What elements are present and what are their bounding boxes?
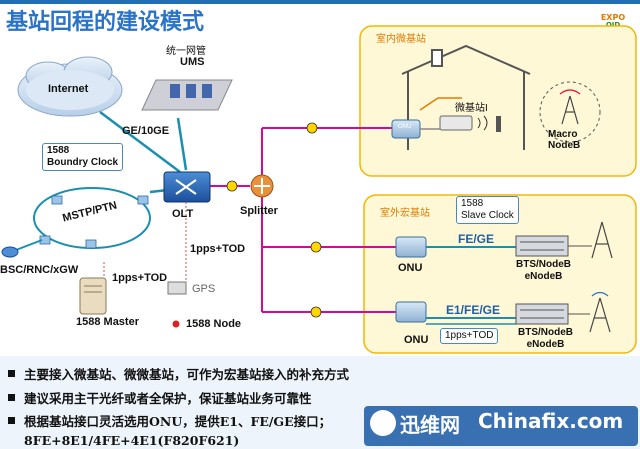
bts2-line1: BTS/NodeB xyxy=(518,327,573,338)
ge-link-label: GE/10GE xyxy=(122,125,170,137)
watermark-cn-text: 迅维网 xyxy=(400,413,460,437)
outdoor-onu-1-icon xyxy=(395,236,427,258)
tod-right-label: 1pps+TOD xyxy=(190,243,246,255)
master-server-icon xyxy=(79,277,107,315)
logo-text-oid: OID xyxy=(605,21,621,29)
boundary-clock-callout: 1588 Boundry Clock xyxy=(42,143,124,171)
node-legend-dot xyxy=(172,320,180,328)
logo-text-expo: EXPO xyxy=(600,13,626,22)
bullet-square-icon xyxy=(8,417,15,424)
splitter-label: Splitter xyxy=(240,205,278,217)
bsc-label: BSC/RNC/xGW xyxy=(0,264,79,276)
macro-line1: Macro xyxy=(548,129,578,140)
bullet-3: 根据基站接口灵活选用ONU，提供E1、FE/GE接口； xyxy=(8,411,331,430)
onu1-label: ONU xyxy=(398,262,423,274)
watermark-banner xyxy=(364,406,638,446)
bsc-link xyxy=(15,239,43,251)
olt-label: OLT xyxy=(172,208,194,220)
macro-tower-icon xyxy=(559,89,581,125)
bts1-line2: eNodeB xyxy=(524,271,563,282)
e1-fe-ge-label: E1/FE/GE xyxy=(446,303,501,317)
bsc-router-icon xyxy=(1,246,19,258)
micro-station-label: 微基站I xyxy=(455,103,488,114)
olt-device-icon xyxy=(163,171,211,203)
indoor-title: 室内微基站 xyxy=(376,34,426,45)
node-legend-label: 1588 Node xyxy=(186,318,242,330)
onu2-label: ONU xyxy=(404,334,429,346)
bullet-3-continuation: 8FE+8E1/4FE+4E1(F820F621) xyxy=(24,433,240,448)
bullet-2-text: 建议采用主干光纤或者全保护，保证基站业务可靠性 xyxy=(24,391,312,406)
slave-clock-callout: 1588 Slave Clock xyxy=(456,196,519,224)
outdoor-onu-2-icon xyxy=(395,301,427,323)
bullet-2: 建议采用主干光纤或者全保护，保证基站业务可靠性 xyxy=(8,388,312,407)
internet-cloud-icon xyxy=(17,56,123,117)
bts2-label: BTS/NodeB eNodeB xyxy=(518,327,573,351)
bullet-3-text: 根据基站接口灵活选用ONU，提供E1、FE/GE接口； xyxy=(24,414,332,429)
ums-cn-label: 统一网管 xyxy=(166,46,206,57)
tod-left-label: 1pps+TOD xyxy=(112,272,168,284)
gps-label: GPS xyxy=(192,283,216,295)
outdoor-tod-callout: 1pps+TOD xyxy=(440,328,499,344)
ums-servers-icon xyxy=(141,79,233,111)
internet-label: Internet xyxy=(48,83,89,95)
bts2-line2: eNodeB xyxy=(526,339,565,350)
top-bar xyxy=(0,0,640,4)
slide-title: 基站回程的建设模式 xyxy=(6,10,205,35)
master-label: 1588 Master xyxy=(76,316,139,328)
tower-2-icon xyxy=(589,291,611,333)
macro-nodeb-zone xyxy=(539,81,601,143)
indoor-panel xyxy=(359,25,637,177)
fe-ge-label: FE/GE xyxy=(458,232,495,246)
ring-node-icons xyxy=(39,195,149,249)
bullet-1-text: 主要接入微基站、微微基站，可作为宏基站接入的补充方式 xyxy=(24,367,350,382)
macro-label: Macro NodeB xyxy=(548,129,580,151)
bts1-label: BTS/NodeB eNodeB xyxy=(516,259,571,283)
splitter-icon xyxy=(250,174,274,198)
bullet-square-icon xyxy=(8,370,15,377)
bts1-line1: BTS/NodeB xyxy=(516,259,571,270)
slave-clock-line1: 1588 xyxy=(461,198,484,209)
watermark-logo-icon xyxy=(370,410,396,436)
fiber-marker-icons xyxy=(226,122,322,318)
ums-label: UMS xyxy=(180,56,205,68)
bullet-square-icon xyxy=(8,394,15,401)
expo-logo: EXPO OID xyxy=(590,4,636,34)
bts-1-icon xyxy=(515,235,569,257)
indoor-onu-label: ONU xyxy=(398,124,412,130)
boundary-clock-line1: 1588 xyxy=(47,145,70,156)
outdoor-title: 室外宏基站 xyxy=(380,208,430,219)
tower-1-icon xyxy=(591,221,613,259)
micro-station-icon xyxy=(439,115,501,132)
slave-clock-line2: Slave Clock xyxy=(461,210,514,221)
gps-receiver-icon xyxy=(167,281,187,295)
indoor-feed-line xyxy=(419,97,462,111)
boundary-clock-line2: Boundry Clock xyxy=(47,157,119,168)
bts-2-icon xyxy=(515,303,569,325)
macro-line2: NodeB xyxy=(548,140,581,151)
network-diagram xyxy=(1,25,637,354)
mstp-ptn-ring xyxy=(33,187,151,249)
bullet-1: 主要接入微基站、微微基站，可作为宏基站接入的补充方式 xyxy=(8,364,349,383)
watermark-en-text: Chinafix.com xyxy=(478,409,624,433)
